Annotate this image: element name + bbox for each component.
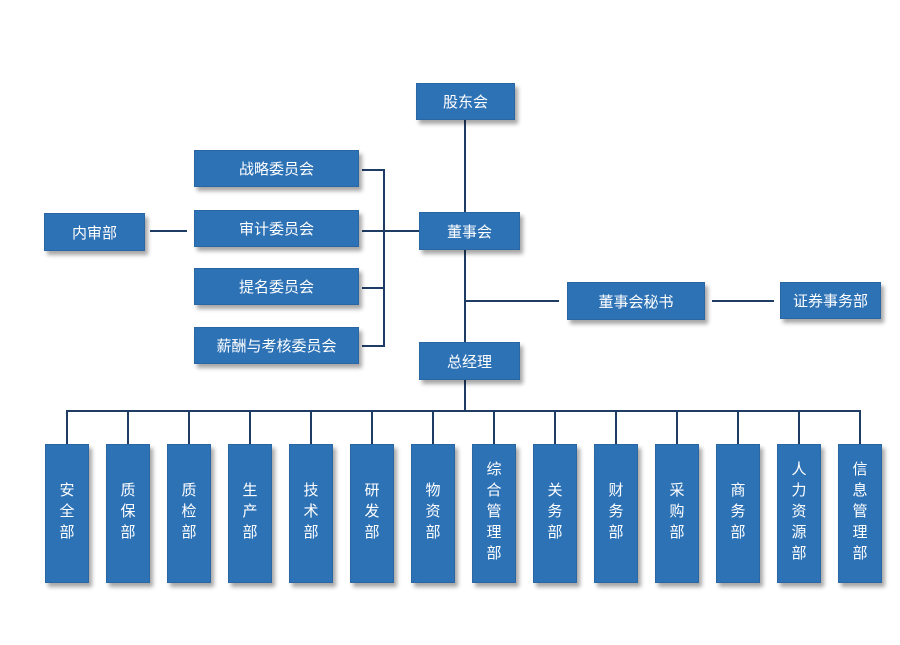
department-box: 信息管理部: [838, 444, 882, 583]
securities-affairs-box: 证券事务部: [780, 282, 881, 319]
connector-department-drop: [66, 410, 68, 444]
committee-box: 战略委员会: [194, 150, 359, 187]
connector-committee-stub: [362, 230, 384, 232]
department-label: 关务部: [545, 482, 564, 545]
department-label: 质检部: [179, 482, 198, 545]
connector-secretary-securities: [712, 300, 774, 302]
board-box: 董事会: [419, 212, 520, 250]
department-box: 商务部: [716, 444, 760, 583]
department-label: 生产部: [240, 482, 259, 545]
connector-committee-stub: [362, 345, 384, 347]
department-box: 综合管理部: [472, 444, 516, 583]
board-secretary-label: 董事会秘书: [598, 292, 674, 311]
securities-affairs-label: 证券事务部: [792, 292, 868, 310]
connector-department-drop: [188, 410, 190, 444]
connector-gm-bus: [464, 380, 466, 411]
connector-committees-bus: [383, 169, 385, 347]
connector-board-secretary: [464, 300, 559, 302]
department-label: 财务部: [606, 482, 625, 545]
board-label: 董事会: [446, 222, 492, 241]
connector-committees-board: [383, 230, 419, 232]
department-label: 物资部: [423, 482, 442, 545]
general-manager-label: 总经理: [446, 352, 492, 371]
department-label: 采购部: [667, 482, 686, 545]
shareholders-box: 股东会: [416, 83, 515, 120]
connector-department-drop: [615, 410, 617, 444]
committee-label: 薪酬与考核委员会: [216, 337, 337, 355]
connector-committee-stub: [362, 287, 384, 289]
committee-box: 薪酬与考核委员会: [194, 327, 359, 364]
connector-department-drop: [371, 410, 373, 444]
connector-department-drop: [310, 410, 312, 444]
connector-department-drop: [249, 410, 251, 444]
department-box: 采购部: [655, 444, 699, 583]
department-box: 技术部: [289, 444, 333, 583]
department-box: 财务部: [594, 444, 638, 583]
committee-label: 战略委员会: [238, 160, 314, 178]
connector-departments-bus: [66, 410, 861, 412]
department-label: 研发部: [362, 482, 381, 545]
department-box: 物资部: [411, 444, 455, 583]
board-secretary-box: 董事会秘书: [567, 282, 705, 320]
connector-department-drop: [859, 410, 861, 444]
general-manager-box: 总经理: [419, 342, 520, 380]
department-box: 生产部: [228, 444, 272, 583]
committee-box: 提名委员会: [194, 268, 359, 305]
department-label: 信息管理部: [850, 461, 869, 566]
connector-department-drop: [493, 410, 495, 444]
department-label: 技术部: [301, 482, 320, 545]
connector-department-drop: [737, 410, 739, 444]
department-label: 商务部: [728, 482, 747, 545]
department-box: 研发部: [350, 444, 394, 583]
department-label: 综合管理部: [484, 461, 503, 566]
connector-department-drop: [127, 410, 129, 444]
department-box: 安全部: [45, 444, 89, 583]
department-box: 质检部: [167, 444, 211, 583]
connector-department-drop: [432, 410, 434, 444]
internal-audit-label: 内审部: [71, 223, 117, 242]
connector-department-drop: [798, 410, 800, 444]
department-label: 质保部: [118, 482, 137, 545]
committee-label: 审计委员会: [238, 220, 314, 238]
committee-box: 审计委员会: [194, 210, 359, 247]
shareholders-label: 股东会: [442, 93, 488, 111]
connector-board-gm: [464, 250, 466, 342]
department-box: 质保部: [106, 444, 150, 583]
connector-internal-audit: [150, 230, 187, 232]
department-box: 人力资源部: [777, 444, 821, 583]
connector-shareholders-board: [464, 120, 466, 212]
department-label: 人力资源部: [789, 461, 808, 566]
department-label: 安全部: [57, 482, 76, 545]
department-box: 关务部: [533, 444, 577, 583]
connector-department-drop: [554, 410, 556, 444]
internal-audit-box: 内审部: [44, 213, 145, 251]
connector-department-drop: [676, 410, 678, 444]
connector-committee-stub: [362, 169, 384, 171]
committee-label: 提名委员会: [238, 278, 314, 296]
